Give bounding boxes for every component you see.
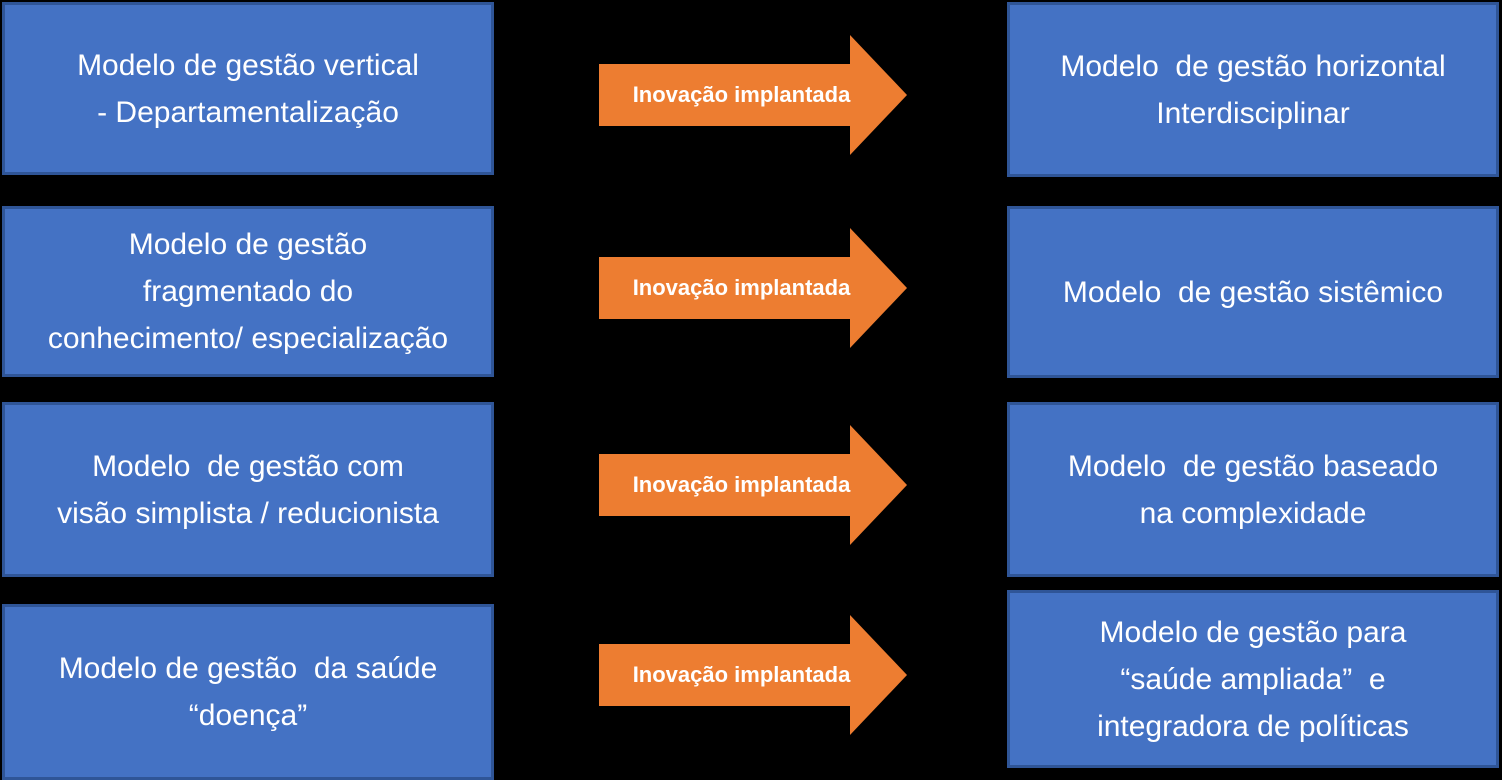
transformation-arrow-1: Inovação implantada bbox=[599, 35, 907, 155]
box-text-line: Interdisciplinar bbox=[1156, 96, 1350, 130]
box-text-line: Modelo de gestão bbox=[128, 228, 368, 261]
arrow-body bbox=[599, 454, 850, 516]
box-text-line: conhecimento/ especialização bbox=[47, 322, 449, 355]
arrow-right-icon bbox=[850, 228, 907, 348]
box-text-line: na complexidade bbox=[1139, 496, 1367, 530]
box-text-line: Modelo de gestão baseado bbox=[1067, 449, 1439, 483]
arrow-body bbox=[599, 644, 850, 706]
box-text-line: “doença” bbox=[188, 699, 308, 732]
arrow-label: Inovação implantada bbox=[632, 472, 851, 497]
new-model-box-3: Modelo de gestão baseado na complexidade bbox=[1007, 402, 1499, 577]
box-text-line: Modelo de gestão vertical bbox=[77, 48, 419, 82]
arrow-label: Inovação implantada bbox=[632, 275, 851, 300]
transformation-arrow-3: Inovação implantada bbox=[599, 425, 907, 545]
old-model-box-3: Modelo de gestão com visão simplista / r… bbox=[2, 402, 494, 577]
box-text-line: Modelo de gestão da saúde bbox=[58, 652, 438, 685]
arrow-label: Inovação implantada bbox=[632, 82, 851, 107]
arrow-body bbox=[599, 64, 850, 126]
box-text-line: Modelo de gestão com bbox=[92, 449, 404, 483]
box-text-line: “saúde ampliada” e bbox=[1120, 662, 1386, 696]
old-model-box-4: Modelo de gestão da saúde “doença” bbox=[2, 604, 494, 780]
old-model-box-1: Modelo de gestão vertical - Departamenta… bbox=[2, 2, 494, 175]
new-model-box-1: Modelo de gestão horizontal Interdiscipl… bbox=[1007, 2, 1499, 177]
box-text-line: integradora de políticas bbox=[1097, 709, 1409, 743]
box-text-line: - Departamentalização bbox=[97, 95, 399, 129]
arrow-right-icon bbox=[850, 425, 907, 545]
box-text-line: fragmentado do bbox=[142, 275, 354, 308]
box-text-line: Modelo de gestão horizontal bbox=[1060, 49, 1446, 83]
arrow-label: Inovação implantada bbox=[632, 662, 851, 687]
box-text-line: visão simplista / reducionista bbox=[57, 496, 439, 530]
arrow-right-icon bbox=[850, 35, 907, 155]
box-text-line: Modelo de gestão sistêmico bbox=[1062, 275, 1444, 309]
transformation-arrow-4: Inovação implantada bbox=[599, 615, 907, 735]
arrow-body bbox=[599, 257, 850, 319]
old-model-box-2: Modelo de gestão fragmentado do conhecim… bbox=[2, 206, 494, 377]
arrow-right-icon bbox=[850, 615, 907, 735]
transformation-arrow-2: Inovação implantada bbox=[599, 228, 907, 348]
new-model-box-2: Modelo de gestão sistêmico bbox=[1007, 206, 1499, 378]
box-text-line: Modelo de gestão para bbox=[1099, 615, 1407, 649]
new-model-box-4: Modelo de gestão para “saúde ampliada” e… bbox=[1007, 590, 1499, 768]
